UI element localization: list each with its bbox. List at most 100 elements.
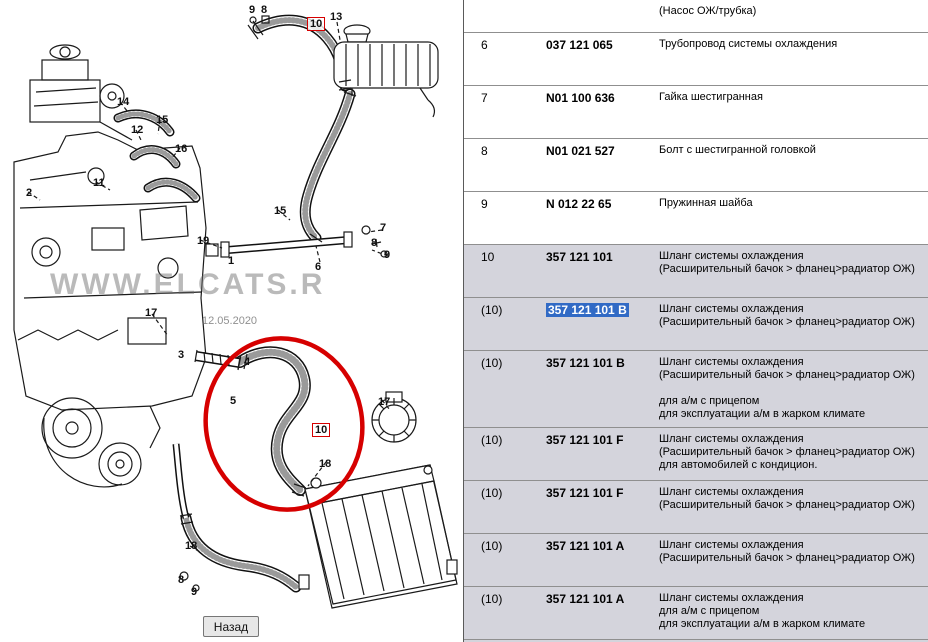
leader-lines xyxy=(27,21,391,553)
part-description: Пружинная шайба xyxy=(659,197,753,209)
table-row: (10) 357 121 101 F Шланг системы охлаждени… xyxy=(464,428,928,481)
diagram-part-number: 3 xyxy=(178,349,185,361)
item-number: 7 xyxy=(481,91,488,105)
diagram-part-number: 11 xyxy=(93,177,105,189)
table-row: 7 N01 100 636 Гайка шестигранная xyxy=(464,86,928,139)
diagram-part-number: 16 xyxy=(175,143,188,155)
part-description: Болт с шестигранной головкой xyxy=(659,144,816,156)
part-number-link[interactable]: 037 121 065 xyxy=(546,38,613,52)
diagram-part-number: 18 xyxy=(185,540,198,552)
radiator xyxy=(298,464,458,609)
item-number: 8 xyxy=(481,144,488,158)
diagram-part-number: 8 xyxy=(178,574,185,586)
part-number-link[interactable]: 357 121 101 F xyxy=(546,486,624,500)
part-number-cell: N01 100 636 xyxy=(544,86,657,138)
diagram-part-number: 9 xyxy=(191,586,198,598)
diagram-part-number: 17 xyxy=(145,307,158,319)
part-number-cell: 357 121 101 F xyxy=(544,428,657,480)
hose-clamp-icon xyxy=(371,391,417,443)
diagram-part-number: 1 xyxy=(228,255,235,267)
part-description: Трубопровод системы охлаждения xyxy=(659,38,838,50)
table-row: 10 357 121 101 Шланг системы охлаждения(Ра… xyxy=(464,245,928,298)
item-number: (10) xyxy=(481,486,503,500)
part-number-link[interactable]: 357 121 101 B xyxy=(546,356,625,370)
diagram-part-number: 5 xyxy=(230,395,237,407)
diagram-part-number-highlighted: 10 xyxy=(307,17,326,31)
part-description: Шланг системы охлаждения(Расширительный … xyxy=(659,303,915,328)
diagram-part-number: 12 xyxy=(131,124,144,136)
table-row: 6 037 121 065 Трубопровод системы охлажден… xyxy=(464,33,928,86)
part-description: Шланг системы охлаждения(Расширительный … xyxy=(659,433,915,471)
part-number-cell: 357 121 101 A xyxy=(544,534,657,586)
part-number-cell: 357 121 101 F xyxy=(544,481,657,533)
diagram-part-number: 8 xyxy=(371,237,378,249)
table-row: 8 N01 021 527 Болт с шестигранной головкой xyxy=(464,139,928,192)
part-number-cell: 037 121 065 xyxy=(544,33,657,85)
table-row: (10) 357 121 101 A Шланг системы охлаждени… xyxy=(464,534,928,587)
part-number-cell: 357 121 101 B xyxy=(544,298,657,350)
diagram-part-number: 17 xyxy=(378,396,391,408)
coolant-pipe xyxy=(205,15,388,258)
diagram-part-number: 13 xyxy=(330,11,343,23)
part-description: Шланг системы охлаждения(Расширительный … xyxy=(659,486,915,511)
diagram-part-number: 15 xyxy=(156,114,169,126)
part-number-cell xyxy=(544,0,657,32)
table-row xyxy=(464,640,928,642)
part-number-link[interactable]: 357 121 101 A xyxy=(546,539,625,553)
part-number-selected[interactable]: 357 121 101 B xyxy=(546,303,629,317)
parts-table: (Насос ОЖ/трубка) 6 037 121 065 Трубопровод… xyxy=(463,0,928,642)
part-number-link[interactable]: 357 121 101 F xyxy=(546,433,624,447)
diagram-part-number: 4 xyxy=(244,356,251,368)
diagram-part-number: 14 xyxy=(117,96,130,108)
part-number-link[interactable]: N01 100 636 xyxy=(546,91,615,105)
part-description: Шланг системы охлаждения(Расширительный … xyxy=(659,539,915,564)
clamp-ticks xyxy=(179,20,357,525)
parts-table-rows: (Насос ОЖ/трубка) 6 037 121 065 Трубопровод… xyxy=(464,0,928,642)
back-button[interactable]: Назад xyxy=(203,616,259,637)
item-number: (10) xyxy=(481,539,503,553)
part-description: (Насос ОЖ/трубка) xyxy=(659,5,757,17)
engine-cooling-diagram xyxy=(13,0,458,609)
part-number-link[interactable]: N 012 22 65 xyxy=(546,197,612,211)
diagram-part-number: 8 xyxy=(261,4,268,16)
diagram-part-number: 9 xyxy=(249,4,256,16)
item-number: 10 xyxy=(481,250,495,264)
diagram-part-number: 2 xyxy=(26,187,33,199)
diagram-part-number: 15 xyxy=(274,205,287,217)
diagram-part-number: 9 xyxy=(384,249,391,261)
highlight-circle xyxy=(203,336,365,512)
part-number-cell: 357 121 101 xyxy=(544,245,657,297)
part-number-link[interactable]: N01 021 527 xyxy=(546,144,615,158)
expansion-tank xyxy=(333,24,439,118)
diagram-part-number: 19 xyxy=(197,235,210,247)
part-description: Шланг системы охлаждения(Расширительный … xyxy=(659,250,915,275)
date-stamp: 12.05.2020 xyxy=(202,315,258,327)
table-row: 9 N 012 22 65 Пружинная шайба xyxy=(464,192,928,245)
engine-block xyxy=(13,44,207,488)
table-row: (10) 357 121 101 B Шланг системы охлаждени… xyxy=(464,298,928,351)
diagram-part-number-highlighted: 10 xyxy=(312,423,331,437)
table-row: (10) 357 121 101 B Шланг системы охлаждени… xyxy=(464,351,928,428)
item-number: (10) xyxy=(481,433,503,447)
part-description: Гайка шестигранная xyxy=(659,91,763,103)
part-number-cell: N01 021 527 xyxy=(544,139,657,191)
item-number: (10) xyxy=(481,356,503,370)
part-number-link[interactable]: 357 121 101 xyxy=(546,250,613,264)
diagram-part-number: 18 xyxy=(319,458,332,470)
table-row: (Насос ОЖ/трубка) xyxy=(464,0,928,33)
part-number-cell: N 012 22 65 xyxy=(544,192,657,244)
lower-pipe xyxy=(172,443,200,592)
diagram-part-number: 6 xyxy=(315,261,322,273)
part-number-link[interactable]: 357 121 101 A xyxy=(546,592,625,606)
part-number-cell: 357 121 101 B xyxy=(544,351,657,427)
item-number: (10) xyxy=(481,303,503,317)
table-row: (10) 357 121 101 F Шланг системы охлаждени… xyxy=(464,481,928,534)
part-description: Шланг системы охлаждения(Расширительный … xyxy=(659,356,915,420)
diagram-part-number: 7 xyxy=(380,222,387,234)
item-number: 6 xyxy=(481,38,488,52)
item-number: 9 xyxy=(481,197,488,211)
